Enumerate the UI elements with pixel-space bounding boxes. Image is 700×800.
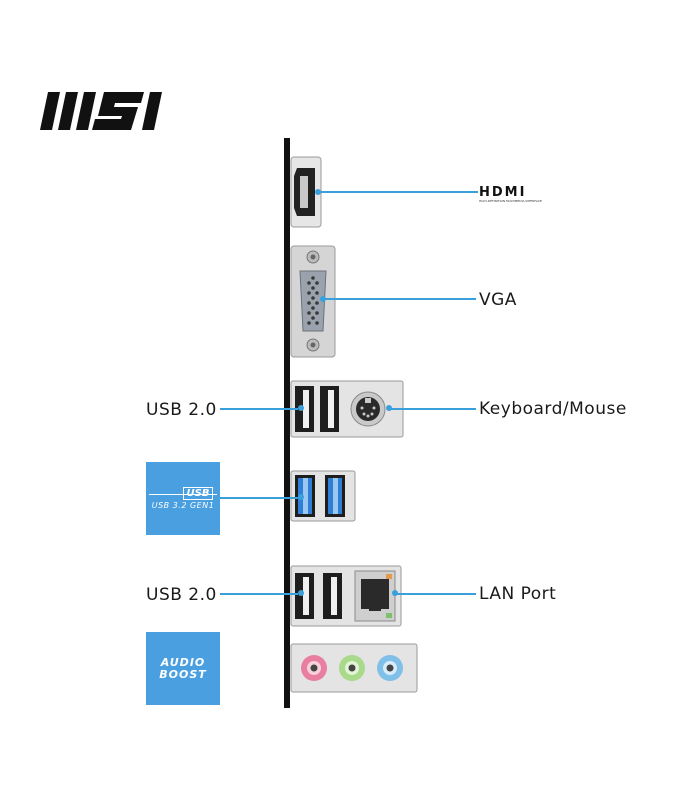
vga-label: VGA <box>479 290 517 310</box>
usb20-bottom-leader-line <box>220 593 298 595</box>
usb-lan-block-icon <box>290 565 402 627</box>
audio-jacks-icon <box>290 643 418 693</box>
usb32-leader-line <box>220 497 298 499</box>
audio-badge-line1: AUDIO <box>160 655 206 669</box>
lan-leader-line <box>395 593 476 595</box>
usb-badge-logo: USB <box>182 487 214 500</box>
io-panel-edge <box>284 138 290 708</box>
usb-badge-subtitle: USB 3.2 GEN1 <box>151 501 215 510</box>
msi-logo <box>40 92 162 130</box>
usb20-top-dot <box>298 405 304 411</box>
usb20-top-label: USB 2.0 <box>146 400 217 420</box>
hdmi-logo: HDMI HIGH-DEFINITION MULTIMEDIA INTERFAC… <box>479 185 542 203</box>
audio-boost-badge: AUDIO BOOST <box>146 632 220 705</box>
vga-leader-line <box>323 298 476 300</box>
usb32-gen1-badge: USB USB 3.2 GEN1 <box>146 462 220 535</box>
usb32-dot <box>298 494 304 500</box>
keyboard-mouse-leader-line <box>389 408 476 410</box>
vga-port-icon <box>290 245 336 358</box>
usb20-bottom-dot <box>298 590 304 596</box>
lan-port-label: LAN Port <box>479 584 557 604</box>
hdmi-leader-line <box>318 191 478 193</box>
usb32-ports-icon <box>290 470 356 522</box>
keyboard-mouse-label: Keyboard/Mouse <box>479 399 627 419</box>
hdmi-port-icon <box>290 156 322 228</box>
usb-badge-line <box>149 494 217 495</box>
audio-badge-line2: BOOST <box>159 667 207 681</box>
usb-ps2-block-icon <box>290 380 404 438</box>
usb20-bottom-label: USB 2.0 <box>146 585 217 605</box>
usb20-top-leader-line <box>220 408 298 410</box>
